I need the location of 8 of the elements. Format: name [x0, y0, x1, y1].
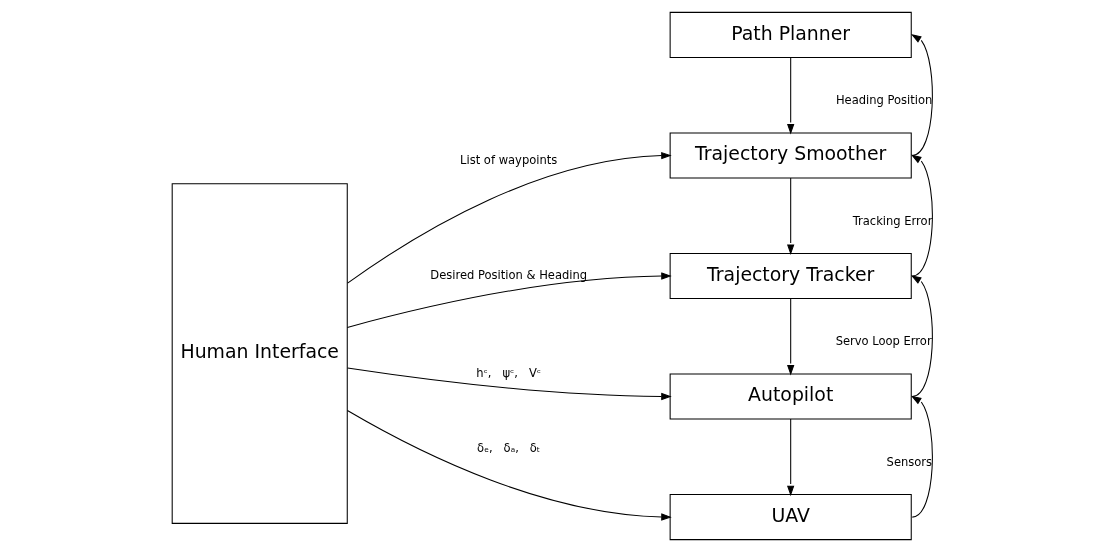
edge-label: hᶜ, ψᶜ, Vᶜ [475, 366, 541, 381]
edge-label: Desired Position & Heading [429, 267, 587, 282]
edge-label: Heading Position [835, 93, 932, 108]
edge-label: Tracking Error [852, 213, 932, 228]
edge-label: Servo Loop Error [835, 334, 932, 349]
edge-label: List of waypoints [459, 152, 557, 167]
edge-label: δₑ, δₐ, δₜ [476, 440, 540, 455]
edge-label: Sensors [886, 455, 932, 470]
